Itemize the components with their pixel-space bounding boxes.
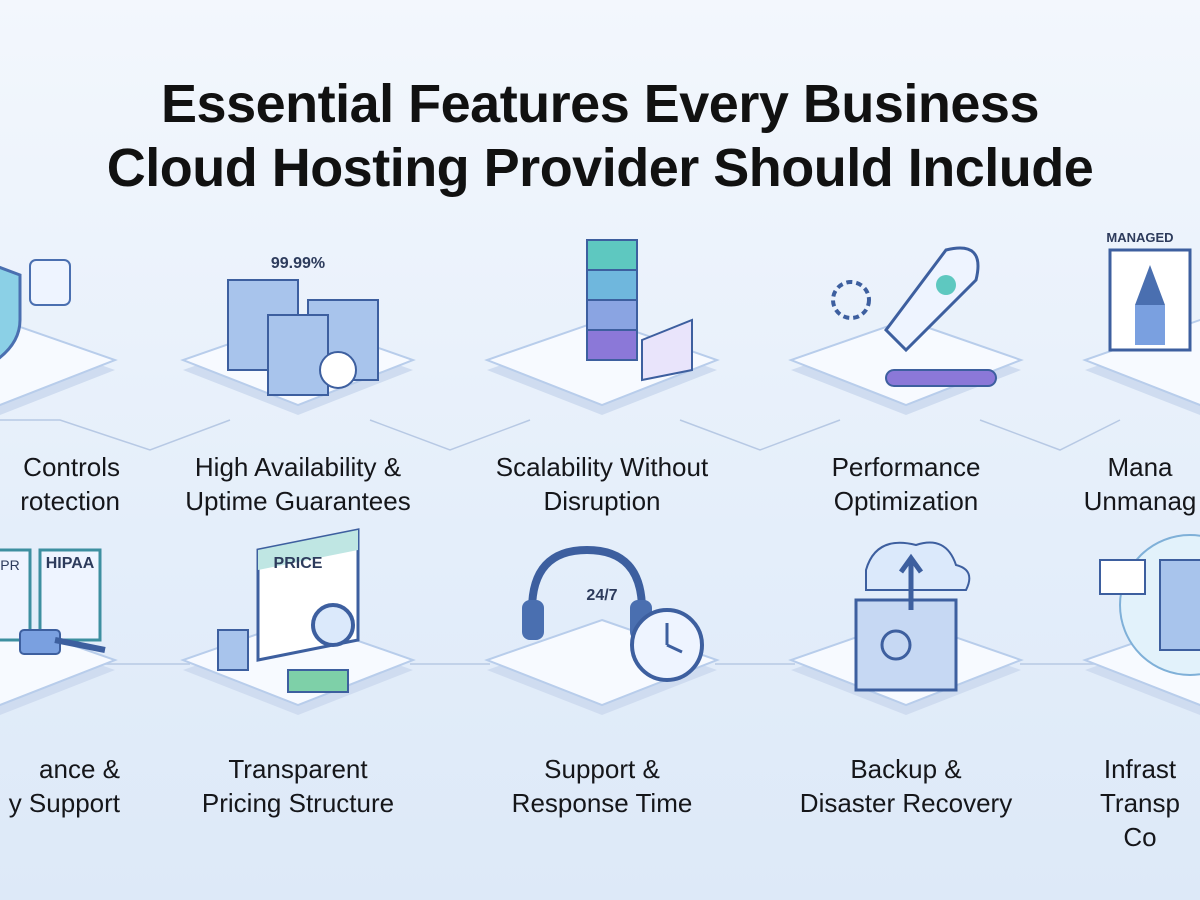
feature-label: Performance Optimization xyxy=(756,450,1056,518)
wizard-icon: MANAGED xyxy=(1082,230,1200,415)
icon-badge2-text: PR xyxy=(0,557,19,573)
icon-badge-text: 24/7 xyxy=(586,587,617,604)
icon-badge-text: MANAGED xyxy=(1106,230,1173,245)
title-line-2: Cloud Hosting Provider Should Include xyxy=(106,138,1094,198)
label-line-2: Uptime Guarantees xyxy=(185,486,411,516)
price-sheet-icon: PRICE xyxy=(180,528,416,715)
icon-badge-text: PRICE xyxy=(274,555,323,572)
label-line-2: Transp xyxy=(1100,788,1180,818)
label-line-1: Performance xyxy=(831,452,981,482)
label-line-2: Pricing Structure xyxy=(201,788,395,818)
label-line-1: Mana xyxy=(1107,452,1173,482)
label-line-2: Optimization xyxy=(833,486,979,516)
label-line-1: Backup & xyxy=(850,754,962,784)
headset-clock-icon: 24/7 xyxy=(484,545,720,715)
label-line-1: Scalability Without xyxy=(495,452,709,482)
label-line-2: y Support xyxy=(8,788,120,818)
icon-badge-text: HIPAA xyxy=(46,555,95,572)
feature-label: Support & Response Time xyxy=(452,752,752,820)
label-line-1: Controls xyxy=(23,452,120,482)
feature-label: High Availability & Uptime Guarantees xyxy=(148,450,448,518)
label-line-2: Disaster Recovery xyxy=(799,788,1013,818)
shield-fingerprint-icon xyxy=(0,259,118,415)
feature-label: Controls rotection xyxy=(0,450,120,518)
label-line-1: ance & xyxy=(39,754,120,784)
compliance-gavel-icon: HIPAA PR xyxy=(0,548,118,715)
rocket-gauge-icon xyxy=(788,246,1024,415)
server-globe-icon xyxy=(1082,534,1200,715)
label-line-2: rotection xyxy=(20,486,120,516)
feature-label: ance & y Support xyxy=(0,752,120,820)
label-line-1: Transparent xyxy=(228,754,368,784)
feature-label: Backup & Disaster Recovery xyxy=(756,752,1056,820)
label-line-1: Support & xyxy=(544,754,660,784)
label-line-2: Disruption xyxy=(543,486,661,516)
vault-cloud-icon xyxy=(788,541,1024,715)
title-line-1: Essential Features Every Business xyxy=(161,74,1039,134)
feature-label: Scalability Without Disruption xyxy=(452,450,752,518)
label-line-1: Infrast xyxy=(1103,754,1177,784)
scaling-servers-icon xyxy=(484,239,720,415)
server-stack-icon: 99.99% xyxy=(180,255,416,415)
feature-label: Transparent Pricing Structure xyxy=(148,752,448,820)
label-line-2: Response Time xyxy=(511,788,693,818)
label-line-3: Co xyxy=(1123,822,1157,852)
page-title: Essential Features Every Business Cloud … xyxy=(0,72,1200,200)
feature-label: Infrast Transp Co xyxy=(1080,752,1200,854)
icon-badge-text: 99.99% xyxy=(271,255,325,272)
label-line-2: Unmanag xyxy=(1083,486,1197,516)
label-line-1: High Availability & xyxy=(194,452,402,482)
feature-label: Mana Unmanag xyxy=(1080,450,1200,518)
